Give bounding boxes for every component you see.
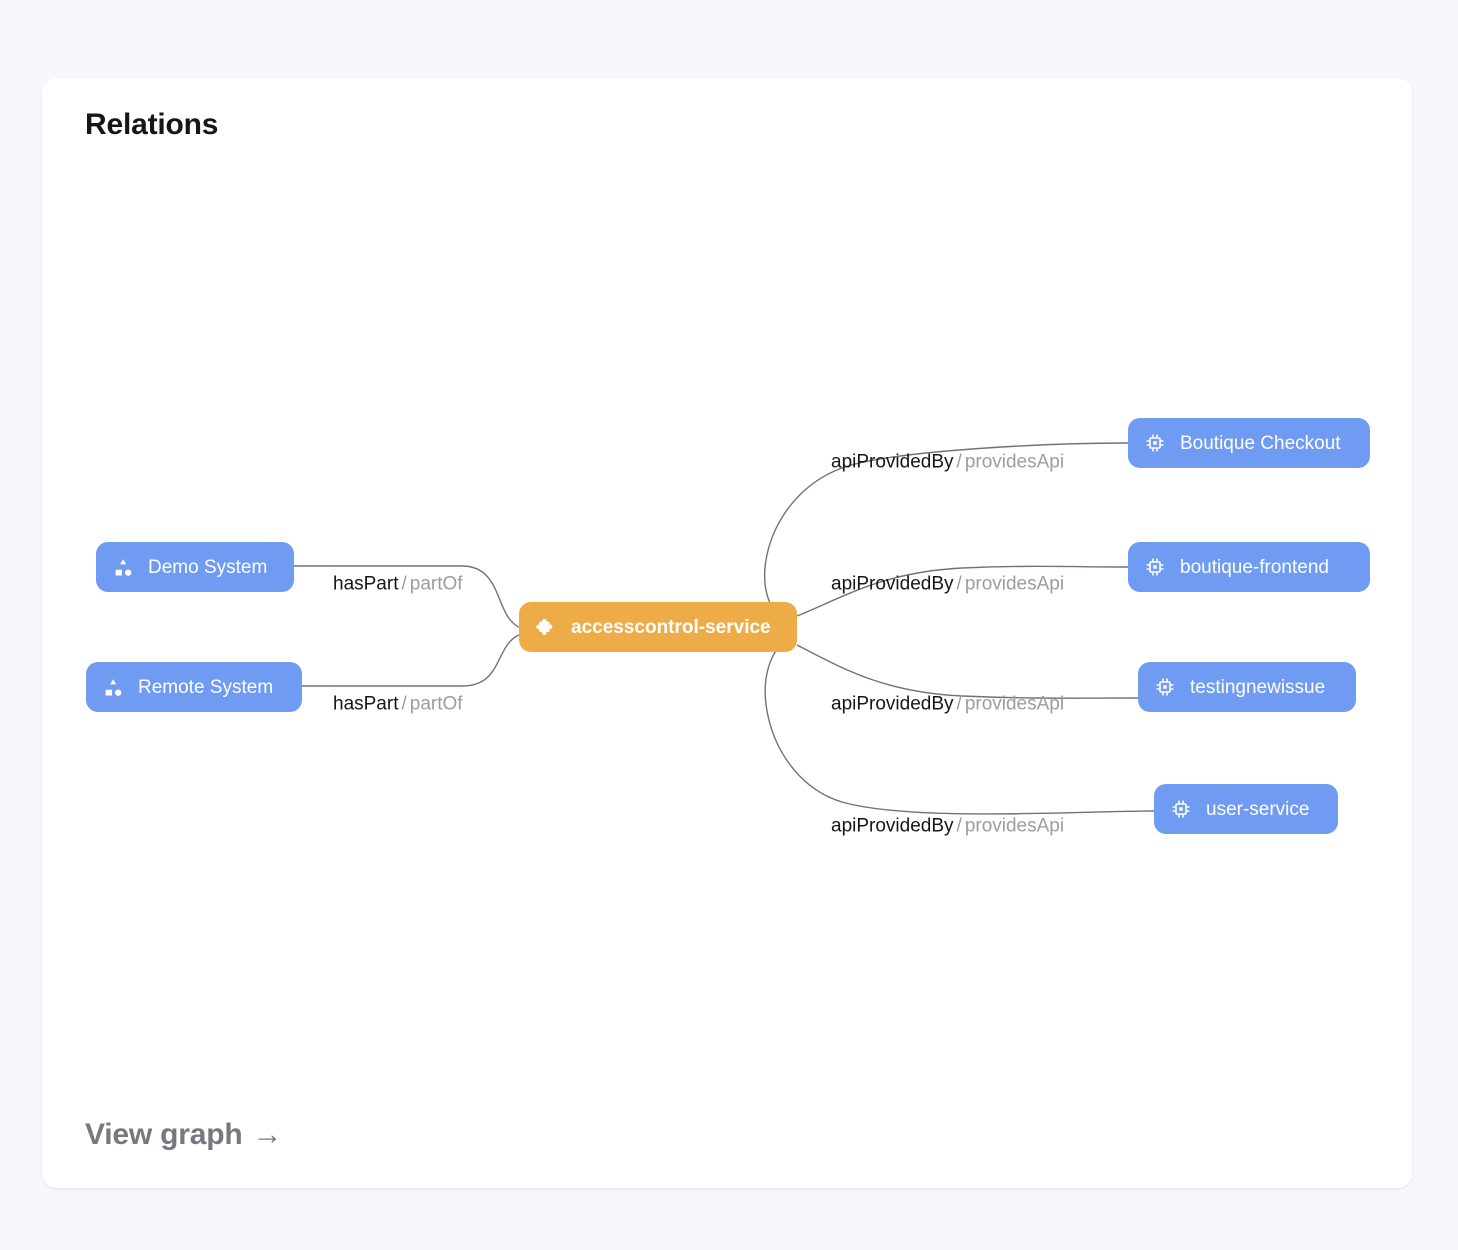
graph-edge-label-e-frontend: apiProvidedBy/providesApi — [831, 575, 1064, 594]
relation-forward-label: hasPart — [333, 693, 399, 715]
relation-reverse-label: partOf — [409, 573, 463, 595]
graph-node-label: Demo System — [148, 556, 268, 578]
relation-separator: / — [956, 815, 962, 837]
relation-forward-label: hasPart — [333, 573, 399, 595]
graph-node-user-service[interactable]: user-service — [1154, 784, 1338, 834]
chip-icon — [1170, 798, 1192, 820]
relation-forward-label: apiProvidedBy — [831, 451, 954, 473]
graph-edge-path — [764, 635, 1155, 815]
page-title: Relations — [85, 108, 219, 141]
graph-node-label: testingnewissue — [1190, 676, 1326, 698]
graph-node-label: Remote System — [138, 676, 274, 698]
relation-separator: / — [956, 451, 962, 473]
graph-node-testingnewissue[interactable]: testingnewissue — [1138, 662, 1356, 712]
relation-separator: / — [956, 573, 962, 595]
graph-node-boutique-checkout[interactable]: Boutique Checkout — [1128, 418, 1370, 468]
graph-node-demo-system[interactable]: Demo System — [96, 542, 294, 592]
graph-node-remote-system[interactable]: Remote System — [86, 662, 302, 712]
graph-edge-path — [796, 644, 1139, 699]
relation-forward-label: apiProvidedBy — [831, 815, 954, 837]
graph-edge-label-e-remote: hasPart/partOf — [333, 695, 463, 714]
view-graph-link[interactable]: View graph → — [85, 1118, 283, 1152]
relation-reverse-label: partOf — [409, 693, 463, 715]
relation-forward-label: apiProvidedBy — [831, 693, 954, 715]
puzzle-icon — [535, 616, 557, 638]
relation-separator: / — [401, 693, 407, 715]
relation-separator: / — [401, 573, 407, 595]
relation-reverse-label: providesApi — [964, 451, 1065, 473]
graph-edge-label-e-user: apiProvidedBy/providesApi — [831, 817, 1064, 836]
graph-node-label: accesscontrol-service — [571, 616, 771, 638]
chip-icon — [1154, 676, 1176, 698]
shapes-icon — [112, 556, 134, 578]
graph-edge-label-e-checkout: apiProvidedBy/providesApi — [831, 453, 1064, 472]
relation-forward-label: apiProvidedBy — [831, 573, 954, 595]
arrow-right-icon: → — [252, 1118, 283, 1151]
graph-node-label: user-service — [1206, 798, 1310, 820]
shapes-icon — [102, 676, 124, 698]
graph-node-label: boutique-frontend — [1180, 556, 1329, 578]
chip-icon — [1144, 432, 1166, 454]
chip-icon — [1144, 556, 1166, 578]
relation-reverse-label: providesApi — [964, 573, 1065, 595]
graph-edge-label-e-demo: hasPart/partOf — [333, 575, 463, 594]
relation-reverse-label: providesApi — [964, 693, 1065, 715]
graph-edge-path — [302, 633, 522, 687]
graph-node-boutique-frontend[interactable]: boutique-frontend — [1128, 542, 1370, 592]
graph-node-label: Boutique Checkout — [1180, 432, 1341, 454]
graph-node-accesscontrol[interactable]: accesscontrol-service — [519, 602, 797, 652]
relation-separator: / — [956, 693, 962, 715]
graph-edge-label-e-testing: apiProvidedBy/providesApi — [831, 695, 1064, 714]
relation-reverse-label: providesApi — [964, 815, 1065, 837]
view-graph-label: View graph — [85, 1118, 243, 1151]
